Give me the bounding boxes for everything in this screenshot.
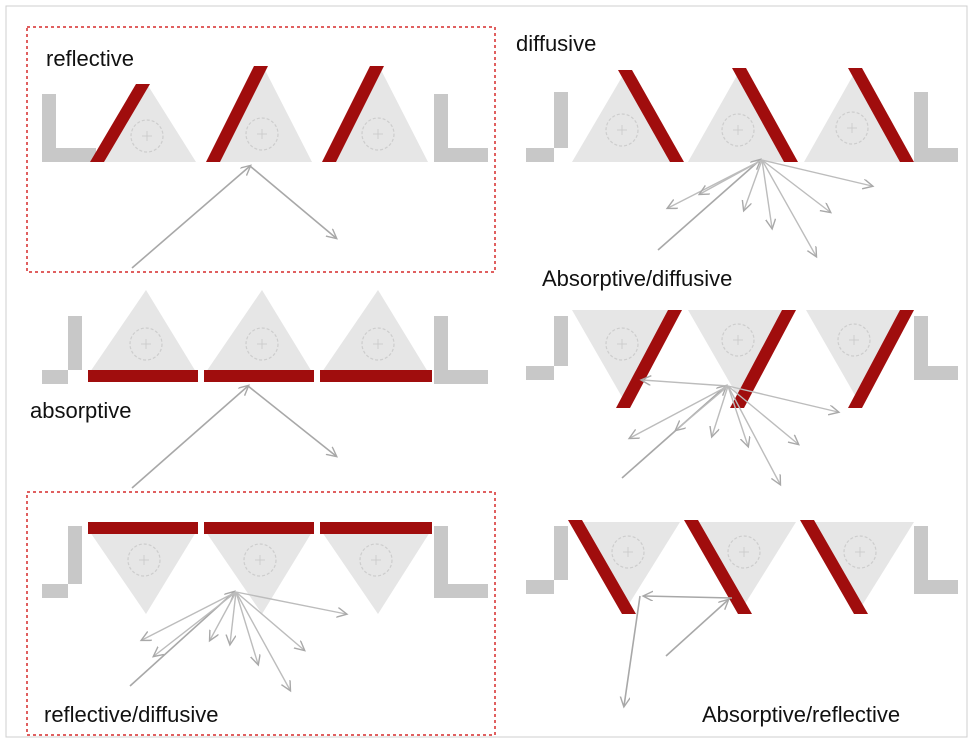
highlight-box-reflective-diffusive <box>26 491 496 736</box>
prism <box>688 310 796 408</box>
coating-strip <box>322 66 384 162</box>
left-bracket <box>526 92 568 162</box>
scattered-rays <box>142 591 346 690</box>
rotation-indicator <box>605 113 639 147</box>
left-bracket <box>526 316 568 380</box>
reflected-ray <box>644 596 733 598</box>
right-bracket <box>914 92 958 162</box>
coating-strip <box>88 370 198 382</box>
rotation-indicator <box>359 543 393 577</box>
rotation-indicator <box>127 543 161 577</box>
rotation-indicator <box>727 535 761 569</box>
panel-absorptive-reflective <box>526 520 958 706</box>
prism <box>568 520 680 614</box>
rotation-indicator <box>611 535 645 569</box>
prism <box>322 66 428 162</box>
prism <box>88 522 198 614</box>
reflected-ray <box>624 595 641 706</box>
scattered-rays <box>630 380 838 484</box>
rotation-indicator <box>361 327 395 361</box>
incident-ray <box>621 386 726 479</box>
coating-strip <box>90 84 150 162</box>
prism <box>88 290 198 382</box>
rotation-indicator <box>837 323 871 357</box>
coating-strip <box>320 522 432 534</box>
rotation-indicator <box>243 543 277 577</box>
coating-strip <box>320 370 432 382</box>
prism <box>320 522 432 614</box>
rotation-indicator <box>843 535 877 569</box>
left-bracket <box>42 526 82 598</box>
panel-reflective <box>42 66 488 269</box>
panel-absorptive <box>42 290 488 489</box>
coating-strip <box>684 520 752 614</box>
rotation-indicator <box>245 117 279 151</box>
prism <box>204 290 314 382</box>
rotation-indicator <box>245 327 279 361</box>
right-bracket <box>434 526 488 598</box>
left-bracket <box>42 316 82 384</box>
prism <box>804 68 914 162</box>
prism <box>572 70 684 162</box>
incident-ray <box>657 160 760 251</box>
prism <box>572 310 682 408</box>
label-reflective-diffusive: reflective/diffusive <box>44 702 219 727</box>
prism <box>688 68 798 162</box>
label-absorptive: absorptive <box>30 398 132 423</box>
right-bracket <box>914 526 958 594</box>
prism <box>806 310 914 408</box>
prism <box>320 290 432 382</box>
reflected-ray <box>249 165 336 238</box>
coating-strip <box>206 66 268 162</box>
left-bracket <box>526 526 568 594</box>
right-bracket <box>434 316 488 384</box>
label-absorptive-diffusive: Absorptive/diffusive <box>542 266 733 291</box>
prism <box>204 522 314 614</box>
prism <box>800 520 914 614</box>
label-absorptive-reflective: Absorptive/reflective <box>702 702 901 727</box>
rotation-indicator <box>129 327 163 361</box>
panel-absorptive-diffusive <box>526 310 958 484</box>
rotation-indicator <box>835 111 869 145</box>
rotation-indicator <box>721 323 755 357</box>
highlight-box-reflective <box>26 26 496 273</box>
coating-strip <box>732 68 798 162</box>
coating-strip <box>616 310 682 408</box>
prism <box>206 66 312 162</box>
left-bracket <box>42 94 96 162</box>
coating-strip <box>204 370 314 382</box>
label-diffusive: diffusive <box>516 31 597 56</box>
coating-strip <box>848 68 914 162</box>
incident-ray <box>131 386 248 489</box>
coating-strip <box>618 70 684 162</box>
panel-diffusive <box>526 68 958 256</box>
coating-strip <box>88 522 198 534</box>
coating-strip <box>204 522 314 534</box>
right-bracket <box>434 94 488 162</box>
scattered-rays <box>668 159 872 256</box>
right-bracket <box>914 316 958 380</box>
prism <box>90 84 196 162</box>
coating-strip <box>730 310 796 408</box>
coating-strip <box>568 520 636 614</box>
rotation-indicator <box>721 113 755 147</box>
prism <box>684 520 796 614</box>
rotation-indicator <box>130 119 164 153</box>
panel-reflective-diffusive <box>42 522 488 690</box>
label-reflective: reflective <box>46 46 135 71</box>
rotation-indicator <box>361 117 395 151</box>
coating-strip <box>848 310 914 408</box>
reflected-ray <box>247 385 336 456</box>
rotation-indicator <box>605 327 639 361</box>
coating-strip <box>800 520 868 614</box>
incident-ray <box>131 166 250 269</box>
incident-ray <box>665 600 728 657</box>
